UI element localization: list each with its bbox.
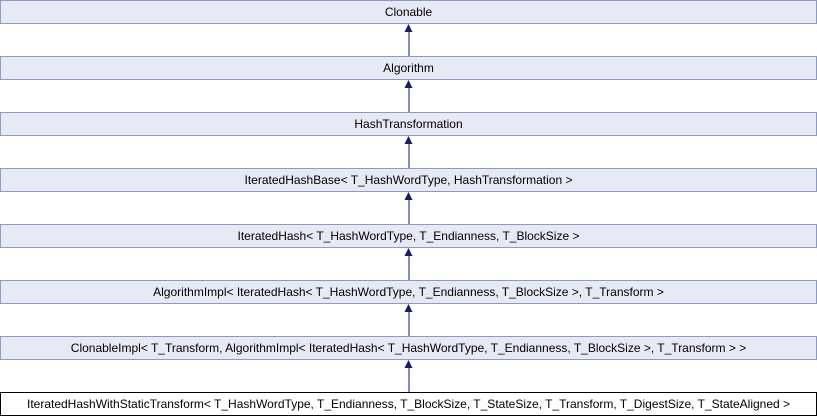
class-node[interactable]: HashTransformation <box>0 112 817 136</box>
arrow-line <box>408 368 409 392</box>
inheritance-arrow <box>404 304 413 336</box>
class-node[interactable]: AlgorithmImpl< IteratedHash< T_HashWordT… <box>0 280 817 304</box>
inheritance-arrow <box>404 80 413 112</box>
arrow-up-icon <box>404 304 413 312</box>
arrow-line <box>408 256 409 280</box>
arrow-up-icon <box>404 360 413 368</box>
class-node-label: IteratedHashWithStaticTransform< T_HashW… <box>26 397 791 411</box>
inheritance-arrow <box>404 248 413 280</box>
class-node-label: Algorithm <box>383 61 434 75</box>
arrow-line <box>408 88 409 112</box>
inheritance-arrow <box>404 24 413 56</box>
class-node[interactable]: IteratedHashBase< T_HashWordType, HashTr… <box>0 168 817 192</box>
arrow-up-icon <box>404 80 413 88</box>
arrow-up-icon <box>404 136 413 144</box>
arrow-up-icon <box>404 192 413 200</box>
class-node[interactable]: Clonable <box>0 0 817 24</box>
arrow-line <box>408 312 409 336</box>
arrow-up-icon <box>404 24 413 32</box>
arrow-line <box>408 144 409 168</box>
inheritance-arrow <box>404 360 413 392</box>
arrow-line <box>408 32 409 56</box>
class-node: IteratedHashWithStaticTransform< T_HashW… <box>0 392 817 416</box>
class-node-label: ClonableImpl< T_Transform, AlgorithmImpl… <box>70 341 747 355</box>
class-node-label: HashTransformation <box>354 117 463 131</box>
class-node-label: IteratedHashBase< T_HashWordType, HashTr… <box>244 173 573 187</box>
class-node-label: Clonable <box>384 5 433 19</box>
arrow-line <box>408 200 409 224</box>
arrow-up-icon <box>404 248 413 256</box>
class-node[interactable]: IteratedHash< T_HashWordType, T_Endianne… <box>0 224 817 248</box>
class-node[interactable]: ClonableImpl< T_Transform, AlgorithmImpl… <box>0 336 817 360</box>
class-node-label: AlgorithmImpl< IteratedHash< T_HashWordT… <box>153 285 664 299</box>
inheritance-arrow <box>404 192 413 224</box>
class-node-label: IteratedHash< T_HashWordType, T_Endianne… <box>237 229 580 243</box>
class-node[interactable]: Algorithm <box>0 56 817 80</box>
inheritance-arrow <box>404 136 413 168</box>
